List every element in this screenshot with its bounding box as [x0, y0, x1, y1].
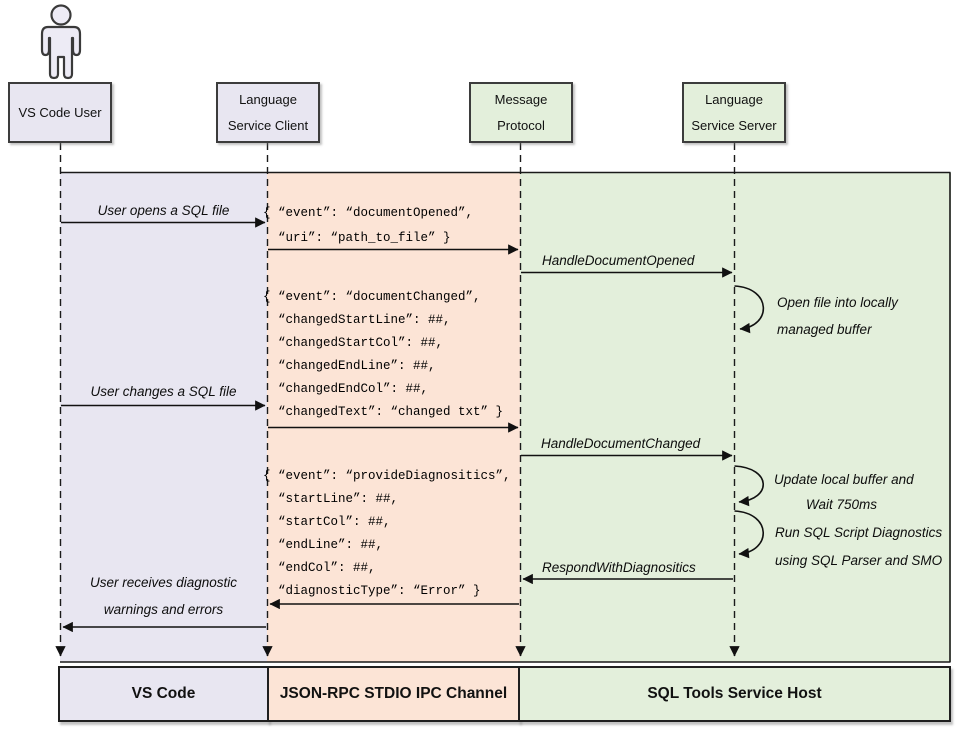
label-update-local-buffer-2: Wait 750ms: [806, 497, 878, 512]
label-handle-document-opened: HandleDocumentOpened: [542, 253, 695, 268]
payload-line: { “event”: “documentOpened”,: [263, 206, 474, 220]
label-open-file-locally-2: managed buffer: [777, 322, 872, 337]
actor-label: VS Code User: [18, 104, 102, 120]
label-receive-diagnostics-2: warnings and errors: [103, 602, 224, 617]
band-vscode: [60, 172, 267, 662]
user-actor-icon: [40, 4, 82, 80]
actor-box-language-service-client: Language Service Client: [216, 82, 320, 143]
payload-document-changed: { “event”: “documentChanged”, “changedSt…: [263, 286, 503, 424]
actor-label: Service Client: [227, 117, 309, 133]
label-respond-with-diagnostics: RespondWithDiagnositics: [542, 560, 696, 575]
payload-line: “startCol”: ##,: [263, 515, 391, 529]
payload-line: “diagnosticType”: “Error” }: [263, 584, 481, 598]
band-ipc-channel: [267, 172, 520, 662]
label-handle-document-changed: HandleDocumentChanged: [541, 436, 701, 451]
label-user-opens-sql-file: User opens a SQL file: [97, 203, 230, 218]
actor-label: Service Server: [691, 117, 777, 133]
actor-box-language-service-server: Language Service Server: [682, 82, 786, 143]
footer-box-vscode: VS Code: [58, 666, 269, 722]
label-receive-diagnostics-1: User receives diagnostic: [89, 575, 238, 590]
footer-box-jsonrpc-channel: JSON-RPC STDIO IPC Channel: [267, 666, 520, 722]
actor-label: Message: [494, 91, 548, 107]
label-update-local-buffer-1: Update local buffer and: [774, 472, 914, 487]
label-run-diagnostics-2: using SQL Parser and SMO: [775, 553, 943, 568]
payload-line: “changedStartCol”: ##,: [263, 336, 444, 350]
actor-box-message-protocol: Message Protocol: [469, 82, 573, 143]
label-user-changes-sql-file: User changes a SQL file: [90, 384, 237, 399]
footer-label: SQL Tools Service Host: [647, 685, 822, 702]
actor-box-vscode-user: VS Code User: [8, 82, 112, 143]
payload-line: { “event”: “provideDiagnositics”,: [263, 469, 511, 483]
payload-line: “changedEndLine”: ##,: [263, 359, 436, 373]
payload-line: “changedEndCol”: ##,: [263, 382, 429, 396]
footer-label: JSON-RPC STDIO IPC Channel: [279, 685, 508, 702]
label-run-diagnostics-1: Run SQL Script Diagnostics: [775, 525, 943, 540]
payload-line: “changedText”: “changed txt” }: [263, 405, 504, 419]
footer-box-sql-tools-service-host: SQL Tools Service Host: [518, 666, 951, 722]
payload-provide-diagnostics: { “event”: “provideDiagnositics”, “start…: [263, 465, 511, 603]
payload-line: { “event”: “documentChanged”,: [263, 290, 481, 304]
payload-line: “startLine”: ##,: [263, 492, 399, 506]
payload-line: “changedStartLine”: ##,: [263, 313, 451, 327]
actor-label: Language: [239, 91, 297, 107]
label-open-file-locally-1: Open file into locally: [777, 295, 898, 310]
actor-label: Protocol: [497, 117, 545, 133]
payload-line: “endCol”: ##,: [263, 561, 376, 575]
band-service-host: [520, 172, 951, 662]
payload-line: “uri”: “path_to_file” }: [263, 231, 451, 245]
payload-line: “endLine”: ##,: [263, 538, 384, 552]
footer-label: VS Code: [131, 685, 196, 702]
actor-label: Language: [705, 91, 763, 107]
payload-document-opened: { “event”: “documentOpened”, “uri”: “pat…: [263, 201, 473, 251]
